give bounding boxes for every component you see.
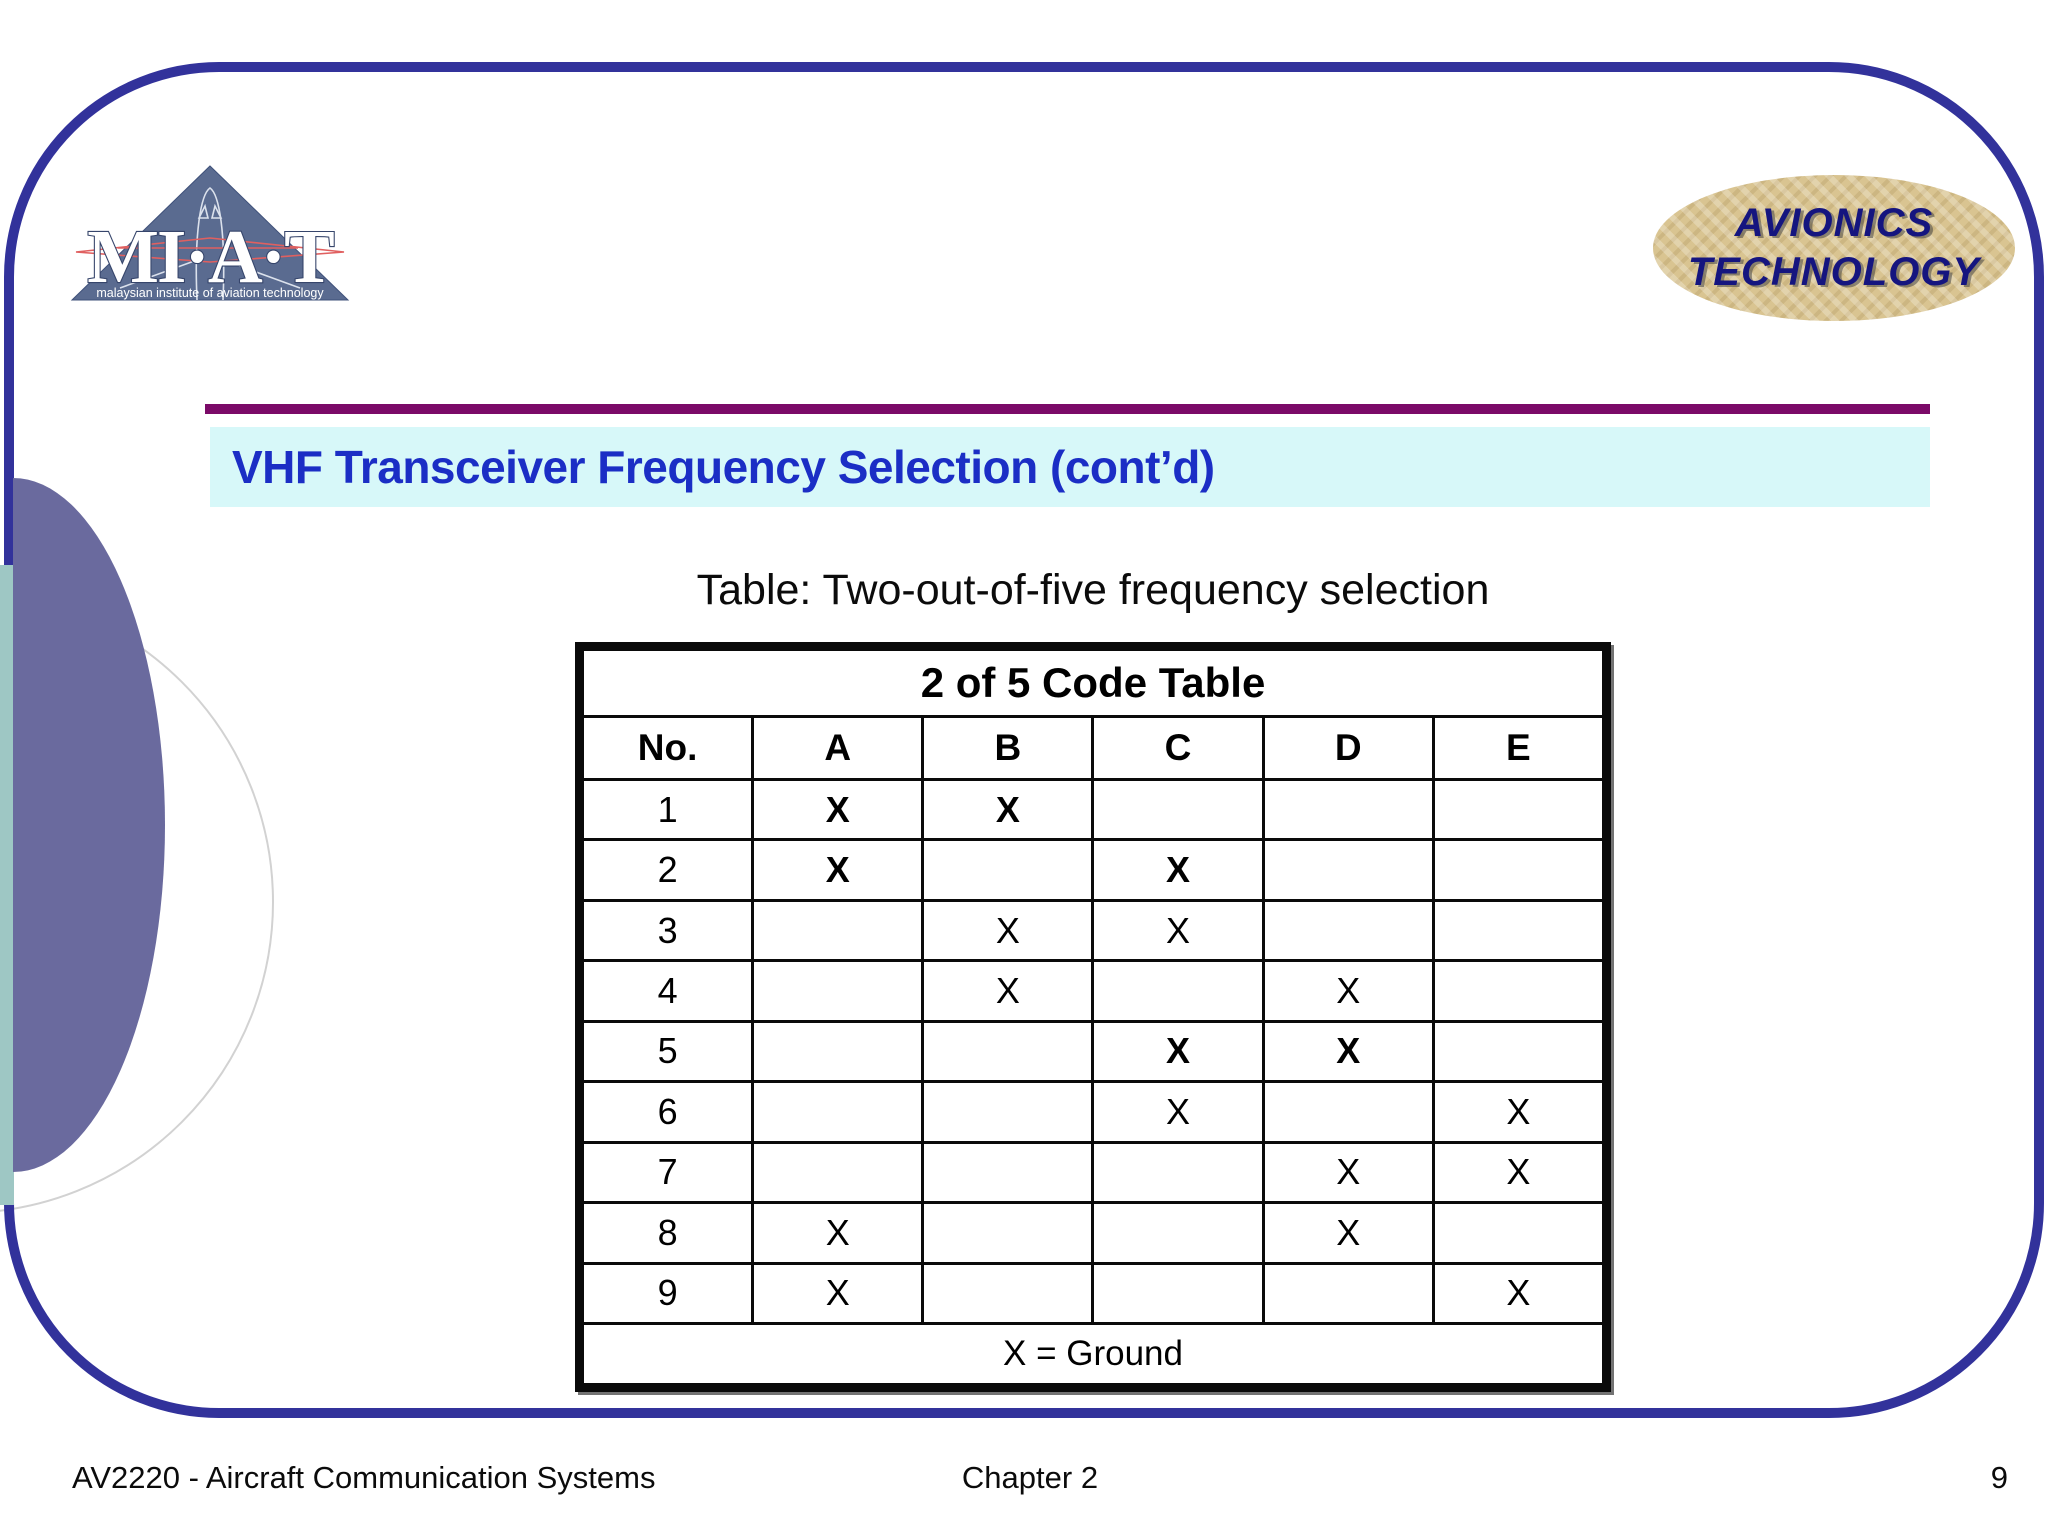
mark-cell xyxy=(1431,898,1606,963)
footer-page-number: 9 xyxy=(1990,1460,2008,1495)
column-header-d: D xyxy=(1261,715,1435,781)
row-number: 4 xyxy=(580,959,755,1023)
column-header-c: C xyxy=(1091,715,1265,781)
table-row-4: 4 X X xyxy=(580,959,1606,1023)
mark-cell xyxy=(921,1019,1095,1084)
mark-cell xyxy=(1091,1201,1265,1265)
column-header-b: B xyxy=(921,715,1095,781)
mark-cell: X xyxy=(921,777,1095,842)
column-header-e: E xyxy=(1431,715,1606,781)
slide-title: VHF Transceiver Frequency Selection (con… xyxy=(232,441,1215,493)
row-number: 7 xyxy=(580,1140,755,1205)
mark-cell xyxy=(921,1261,1095,1325)
table-footnote: X = Ground xyxy=(581,1322,1605,1386)
red-wing-sketch xyxy=(75,237,345,263)
mark-cell: X xyxy=(1091,838,1265,902)
row-number: 9 xyxy=(580,1261,755,1325)
mark-cell xyxy=(751,959,925,1023)
row-number: 2 xyxy=(580,838,755,902)
mark-cell: X xyxy=(1431,1140,1606,1205)
row-number: 5 xyxy=(580,1019,755,1084)
mark-cell xyxy=(751,1080,925,1144)
table-title: 2 of 5 Code Table xyxy=(581,648,1605,718)
table-row-6: 6 X X xyxy=(580,1080,1606,1144)
mark-cell: X xyxy=(751,1261,925,1325)
title-band: VHF Transceiver Frequency Selection (con… xyxy=(210,427,1930,507)
mark-cell xyxy=(921,1140,1095,1205)
mark-cell xyxy=(1261,1261,1435,1325)
miat-logo: MI·A·T malaysian institute of aviation t… xyxy=(70,165,350,301)
row-number: 3 xyxy=(580,898,755,963)
mark-cell: X xyxy=(1431,1261,1606,1325)
mark-cell xyxy=(921,1080,1095,1144)
mark-cell: X xyxy=(1261,1019,1435,1084)
column-header-no: No. xyxy=(580,715,755,781)
footer-chapter: Chapter 2 xyxy=(961,1460,1099,1495)
mark-cell xyxy=(1431,959,1606,1023)
mark-cell: X xyxy=(1261,959,1435,1023)
mark-cell xyxy=(1431,1201,1606,1265)
logo-acronym: MI·A·T xyxy=(87,215,334,299)
mark-cell xyxy=(1261,1080,1435,1144)
mark-cell: X xyxy=(751,1201,925,1265)
title-divider-rule xyxy=(205,404,1930,414)
row-number: 6 xyxy=(580,1080,755,1144)
table-caption: Table: Two-out-of-five frequency selecti… xyxy=(696,566,1490,614)
logo-caption: malaysian institute of aviation technolo… xyxy=(96,286,324,300)
mark-cell: X xyxy=(1091,898,1265,963)
airplane-outline-icon xyxy=(119,187,301,301)
mark-cell xyxy=(1091,1261,1265,1325)
footer-course: AV2220 - Aircraft Communication Systems xyxy=(72,1460,656,1495)
mark-cell: X xyxy=(1261,1140,1435,1205)
mark-cell: X xyxy=(1431,1080,1606,1144)
mark-cell: X xyxy=(921,959,1095,1023)
mark-cell xyxy=(921,1201,1095,1265)
mark-cell: X xyxy=(921,898,1095,963)
mark-cell: X xyxy=(1091,1080,1265,1144)
row-number: 8 xyxy=(580,1201,755,1265)
mark-cell xyxy=(751,1019,925,1084)
table-footnote-row: X = Ground xyxy=(581,1322,1605,1386)
mark-cell xyxy=(1431,838,1606,902)
mark-cell xyxy=(1091,959,1265,1023)
mark-cell: X xyxy=(751,777,925,842)
column-header-a: A xyxy=(751,715,925,781)
badge-line-1: AVIONICS xyxy=(1734,201,1934,245)
mark-cell xyxy=(751,1140,925,1205)
mark-cell: X xyxy=(751,838,925,902)
row-number: 1 xyxy=(580,777,755,842)
mark-cell xyxy=(1261,777,1435,842)
mark-cell xyxy=(1261,838,1435,902)
logo-triangle xyxy=(70,165,350,301)
mark-cell: X xyxy=(1261,1201,1435,1265)
table-title-row: 2 of 5 Code Table xyxy=(581,648,1605,718)
mark-cell xyxy=(751,898,925,963)
teal-edge-bar xyxy=(0,565,14,1205)
badge-line-2: TECHNOLOGY xyxy=(1687,250,1981,294)
mark-cell xyxy=(1091,777,1265,842)
mark-cell xyxy=(1261,898,1435,963)
mark-cell xyxy=(1431,1019,1606,1084)
mark-cell: X xyxy=(1091,1019,1265,1084)
avionics-technology-badge: AVIONICS TECHNOLOGY xyxy=(1653,175,2015,321)
mark-cell xyxy=(1431,777,1606,842)
mark-cell xyxy=(921,838,1095,902)
mark-cell xyxy=(1091,1140,1265,1205)
